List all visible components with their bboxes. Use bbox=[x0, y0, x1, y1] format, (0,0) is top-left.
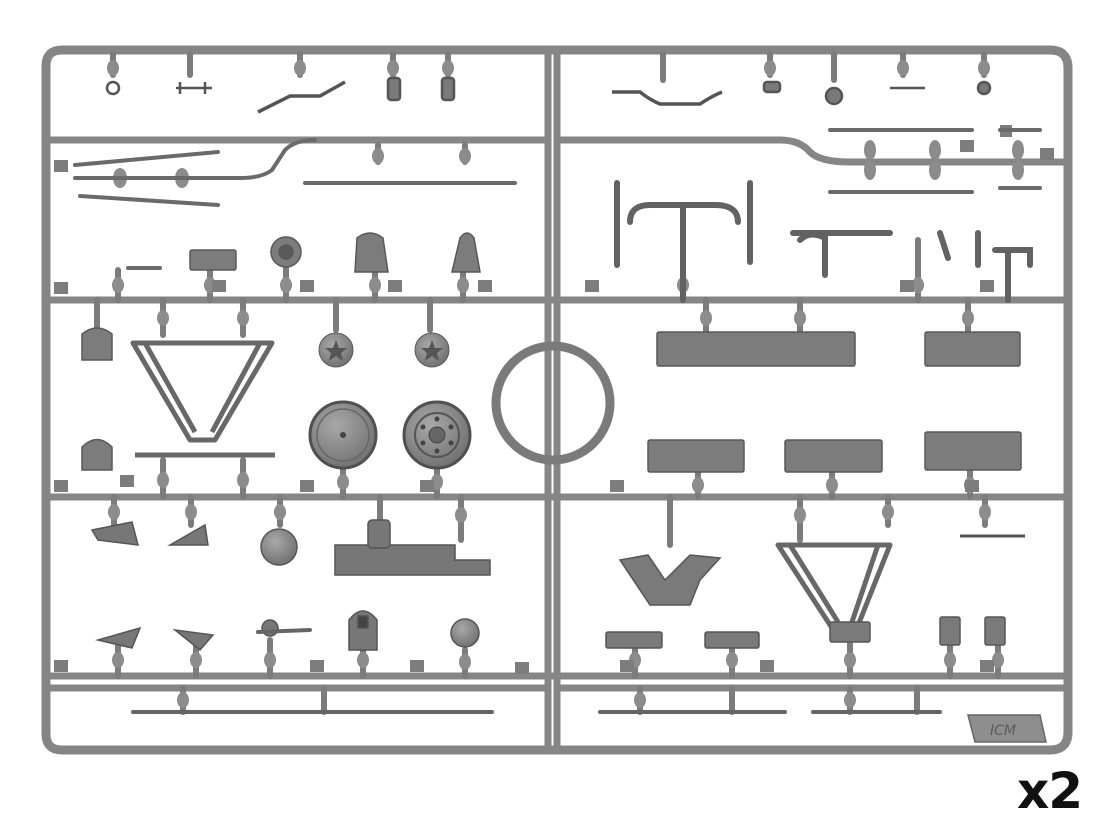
wheel-discs bbox=[308, 400, 472, 470]
top-row-parts bbox=[105, 76, 992, 114]
star-discs bbox=[318, 332, 450, 368]
quantity-label: x2 bbox=[1016, 762, 1083, 820]
outer-runner bbox=[41, 45, 1073, 755]
gate-bumps bbox=[107, 60, 1024, 708]
lower-right-parts bbox=[605, 534, 1025, 649]
rod-parts bbox=[73, 128, 1042, 270]
logo-plate: ICM bbox=[967, 714, 1047, 743]
central-ring bbox=[491, 341, 615, 465]
bottom-rods bbox=[131, 628, 942, 714]
logo-text: ICM bbox=[990, 723, 1016, 739]
ejector-tabs bbox=[54, 125, 1054, 674]
lower-left-parts bbox=[90, 519, 491, 652]
frame-parts bbox=[614, 180, 1033, 303]
seat-blocks bbox=[81, 232, 1022, 473]
